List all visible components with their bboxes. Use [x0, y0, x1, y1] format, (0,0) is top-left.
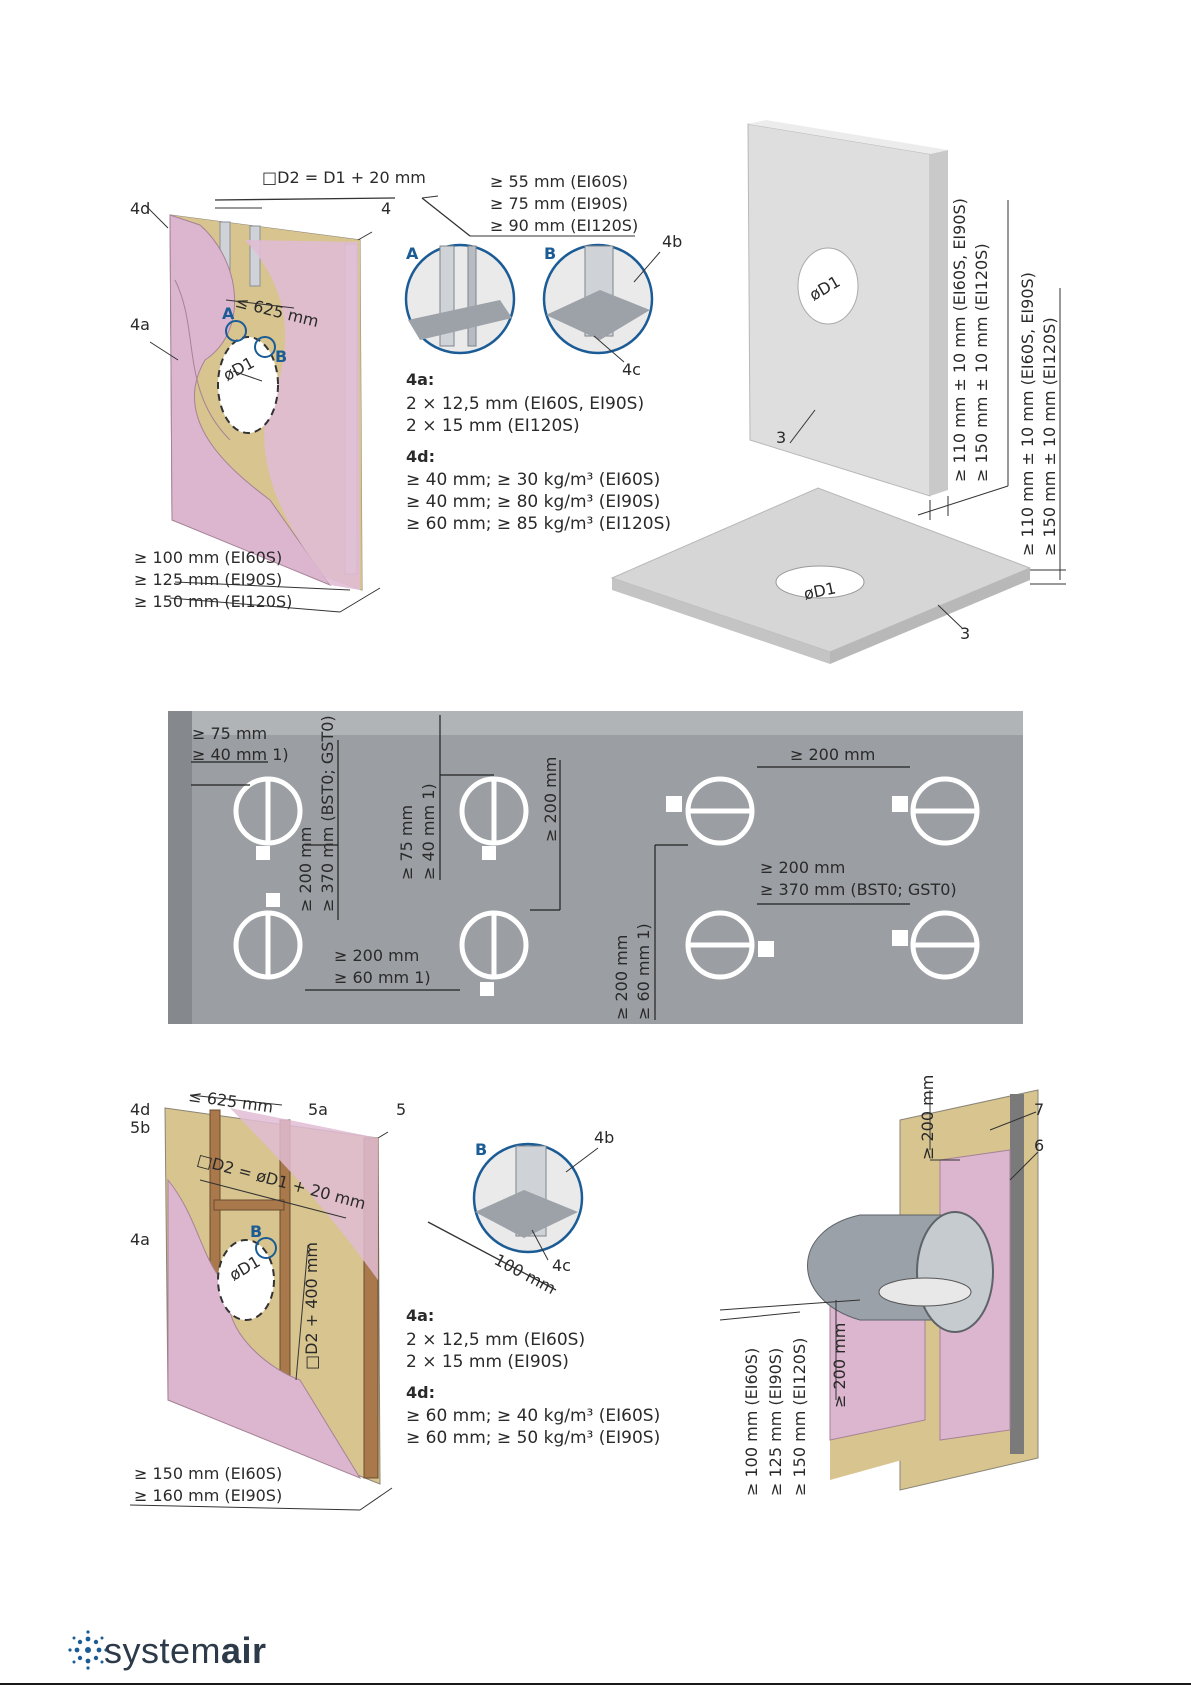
spec-4a-line-1: 2 × 12,5 mm (EI60S, EI90S) [406, 394, 645, 414]
spec-4d-line-1-2: ≥ 60 mm; ≥ 40 kg/m³ (EI60S) [406, 1406, 661, 1426]
callout-5a: 5a [308, 1100, 328, 1119]
top-clearance-label: ≥ 200 mm [918, 1074, 937, 1160]
install-thickness-ei120: ≥ 150 mm (EI120S) [790, 1337, 809, 1496]
spec-4a-line-1-2: 2 × 12,5 mm (EI60S) [406, 1330, 586, 1350]
detail-a-title: A [406, 244, 419, 263]
spacing-panel-top-band [168, 711, 1023, 735]
callout-5: 5 [396, 1100, 407, 1119]
wall-thickness-ei90: ≥ 125 mm (EI90S) [134, 570, 283, 589]
detail-b-title: B [544, 244, 557, 263]
row-gap-60: ≥ 60 mm 1) [334, 968, 431, 987]
frame-depth-ei90: ≥ 75 mm (EI90S) [490, 194, 629, 213]
spacing-panel-left-band [168, 711, 192, 1024]
callout-4d-2: 4d [130, 1100, 151, 1119]
side-clearance-label: ≥ 200 mm [830, 1322, 849, 1408]
wall-thickness-ei60: ≥ 100 mm (EI60S) [134, 548, 283, 567]
callout-4c: 4c [622, 360, 641, 379]
footer-rule [0, 1683, 1191, 1685]
wall-thickness-ei120: ≥ 150 mm (EI120S) [134, 592, 293, 611]
spec-4d-line-1: ≥ 40 mm; ≥ 30 kg/m³ (EI60S) [406, 470, 661, 490]
detail-b-marker: B [275, 347, 288, 366]
timber-wall-thickness-ei60: ≥ 150 mm (EI60S) [134, 1464, 283, 1483]
callout-4: 4 [381, 199, 392, 218]
right-mid-gap-200: ≥ 200 mm [760, 858, 846, 877]
frame-depth-ei120: ≥ 90 mm (EI120S) [490, 216, 639, 235]
brand-name-bold: air [221, 1630, 267, 1671]
timber-wall-thickness-ei90: ≥ 160 mm (EI90S) [134, 1486, 283, 1505]
callout-4a-2: 4a [130, 1230, 150, 1249]
systemair-logo-icon [68, 1630, 108, 1670]
right-top-gap-200: ≥ 200 mm [790, 745, 876, 764]
spacing-panel-background [168, 711, 1023, 1024]
callout-4a: 4a [130, 315, 150, 334]
spec-4a-line-2-2: 2 × 15 mm (EI90S) [406, 1352, 569, 1372]
brand-name: systemair [104, 1630, 267, 1672]
frame-depth-ei60: ≥ 55 mm (EI60S) [490, 172, 629, 191]
callout-4b-2: 4b [594, 1128, 615, 1147]
edge-distance-75: ≥ 75 mm [192, 724, 268, 743]
spec-4a-heading-2: 4a: [406, 1306, 435, 1325]
spec-4d-heading: 4d: [406, 447, 435, 466]
callout-4d: 4d [130, 199, 151, 218]
callout-4c-2: 4c [552, 1256, 571, 1275]
callout-3-wall: 3 [776, 428, 787, 447]
spec-4d-line-2: ≥ 40 mm; ≥ 80 kg/m³ (EI90S) [406, 492, 661, 512]
callout-5b: 5b [130, 1118, 151, 1137]
detail-a-marker: A [222, 304, 235, 323]
detail-b-title-2: B [475, 1140, 488, 1159]
spec-4d-line-2-2: ≥ 60 mm; ≥ 50 kg/m³ (EI90S) [406, 1428, 661, 1448]
callout-3-floor: 3 [960, 624, 971, 643]
spec-4d-heading-2: 4d: [406, 1383, 435, 1402]
edge-distance-40: ≥ 40 mm 1) [192, 745, 289, 764]
spec-4a-heading: 4a: [406, 370, 435, 389]
callout-4b: 4b [662, 232, 683, 251]
install-thickness-ei90: ≥ 125 mm (EI90S) [766, 1347, 785, 1496]
brand-name-regular: system [104, 1630, 222, 1671]
spec-4a-line-2: 2 × 15 mm (EI120S) [406, 416, 580, 436]
right-mid-gap-370: ≥ 370 mm (BST0; GST0) [760, 880, 957, 899]
callout-7: 7 [1034, 1100, 1045, 1119]
d2-formula-label: □D2 = D1 + 20 mm [262, 168, 426, 187]
spec-4d-line-3: ≥ 60 mm; ≥ 85 kg/m³ (EI120S) [406, 514, 672, 534]
install-thickness-ei60: ≥ 100 mm (EI60S) [742, 1347, 761, 1496]
detail-b-marker-2: B [250, 1222, 263, 1241]
callout-6: 6 [1034, 1136, 1045, 1155]
row-gap-200: ≥ 200 mm [334, 946, 420, 965]
